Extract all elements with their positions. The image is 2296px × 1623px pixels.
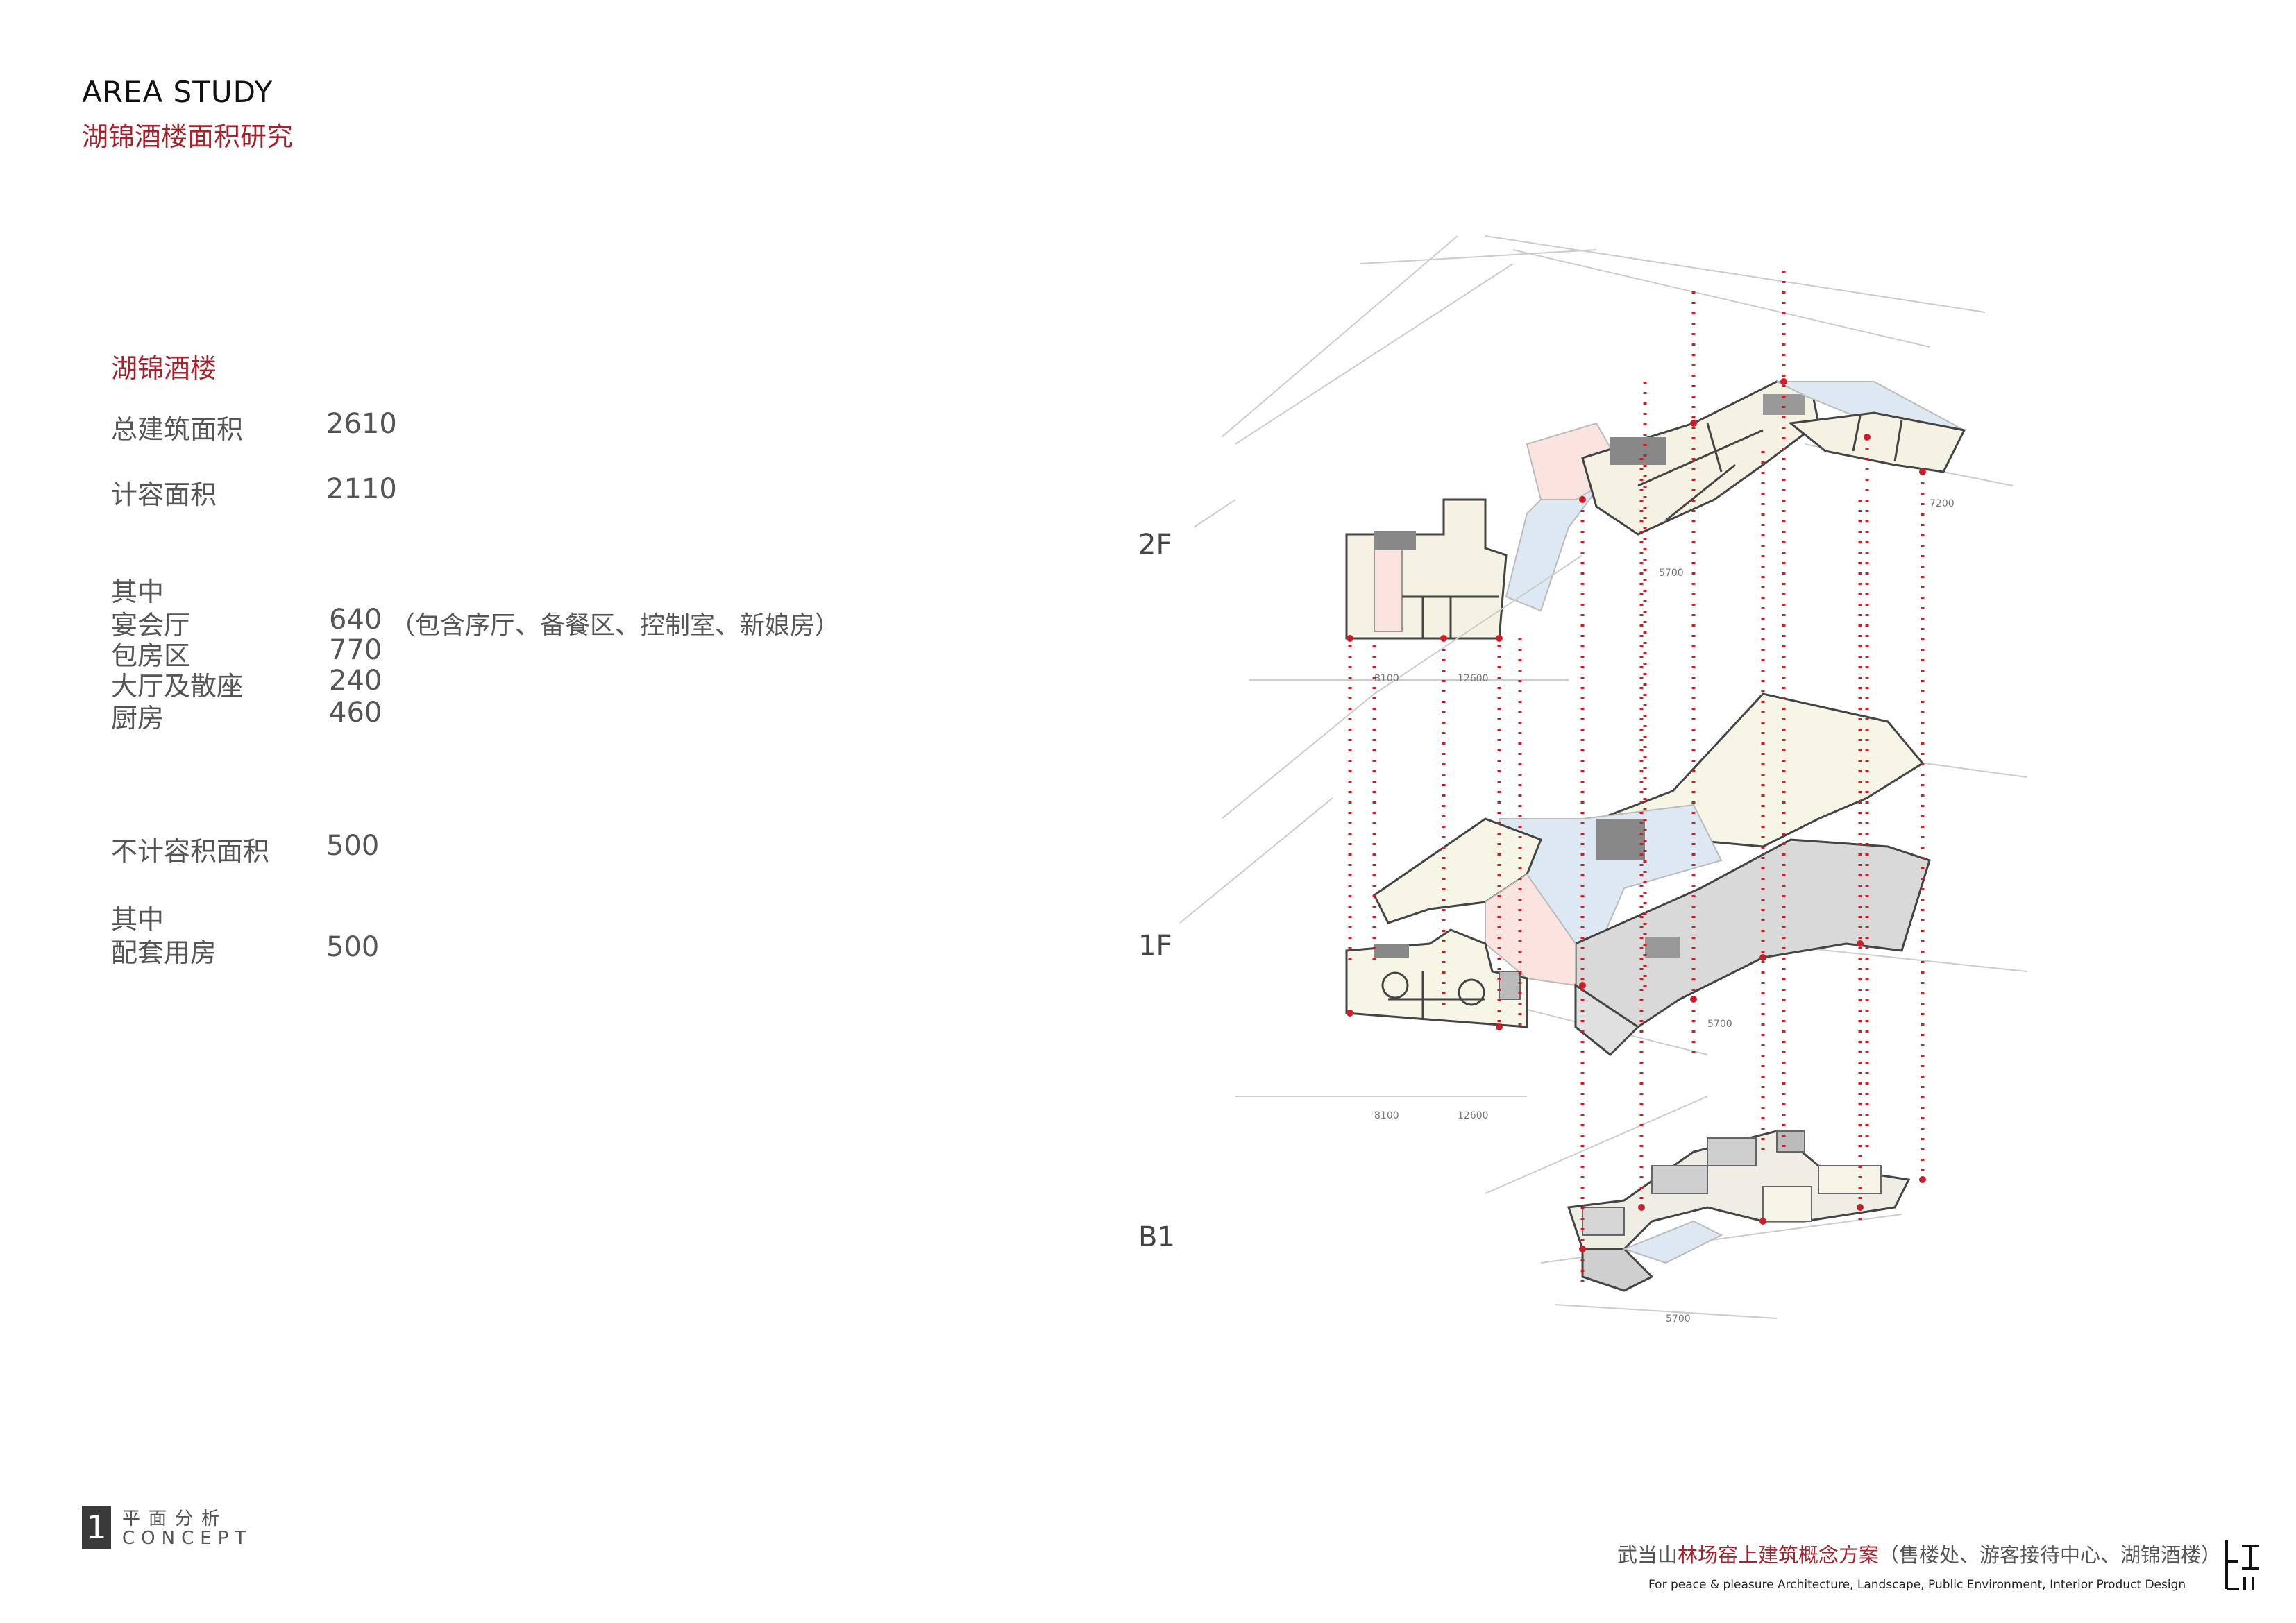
- header-title-cn: 湖锦酒楼面积研究: [82, 121, 294, 152]
- footer-section-cn: 平面分析: [122, 1509, 228, 1529]
- header-title-en: AREA STUDY: [82, 75, 273, 109]
- project-suffix: （售楼处、游客接待中心、湖锦酒楼）: [1879, 1543, 2222, 1567]
- page-number: 1: [82, 1506, 111, 1549]
- column-markers: [1347, 378, 1926, 1252]
- dim-b1-c: 5700: [1666, 1314, 1691, 1325]
- dim-2f-c: 5700: [1659, 568, 1684, 579]
- vertical-alignment-lines: [1348, 271, 1925, 1291]
- brand-logo-icon: [2225, 1540, 2259, 1590]
- floor-label-b1: B1: [1138, 1221, 1175, 1253]
- row-value-far-area: 2110: [326, 473, 397, 505]
- row-value-support: 500: [326, 931, 380, 963]
- plan-2f: [1193, 235, 2014, 681]
- floor-label-1f: 1F: [1138, 930, 1172, 962]
- plan-b1: [1485, 1096, 1911, 1319]
- footer-section-en: CONCEPT: [122, 1528, 253, 1549]
- footer-tagline: For peace & pleasure Architecture, Lands…: [1648, 1578, 2186, 1592]
- row-label-banquet: 宴会厅: [111, 610, 191, 640]
- row-label-kitchen: 厨房: [111, 703, 164, 733]
- row-label-among-2: 其中: [111, 904, 164, 935]
- dim-2f-d: 7200: [1930, 498, 1955, 509]
- row-value-non-far: 500: [326, 830, 380, 862]
- row-value-private-rooms: 770: [329, 634, 382, 666]
- section-title: 湖锦酒楼: [111, 353, 217, 384]
- row-value-hall: 240: [329, 665, 382, 697]
- exploded-floor-plan-diagram: 8100 12600 8100 12600 5700 5700 5700 720…: [1179, 235, 2027, 1325]
- row-label-non-far: 不计容积面积: [111, 836, 270, 867]
- row-label-hall: 大厅及散座: [111, 671, 244, 702]
- dim-2f-b: 12600: [1458, 673, 1489, 684]
- row-value-kitchen: 460: [329, 697, 382, 729]
- dim-1f-c: 5700: [1707, 1019, 1732, 1030]
- dim-1f-b: 12600: [1458, 1110, 1489, 1121]
- row-label-private-rooms: 包房区: [111, 640, 191, 671]
- plan-1f: [1179, 554, 2027, 1097]
- row-label-total-area: 总建筑面积: [111, 414, 244, 445]
- row-value-banquet: 640: [329, 604, 382, 636]
- dim-2f-a: 8100: [1374, 673, 1399, 684]
- row-label-support: 配套用房: [111, 937, 217, 968]
- footer-project-title: 武当山林场窑上建筑概念方案（售楼处、游客接待中心、湖锦酒楼）: [1617, 1539, 2221, 1568]
- row-note-banquet: （包含序厅、备餐区、控制室、新娘房）: [390, 611, 841, 640]
- floor-label-2f: 2F: [1138, 529, 1172, 561]
- row-label-far-area: 计容面积: [111, 479, 217, 510]
- dim-1f-a: 8100: [1374, 1110, 1399, 1121]
- row-label-among: 其中: [111, 577, 164, 607]
- row-value-total-area: 2610: [326, 408, 397, 440]
- project-prefix: 武当山: [1617, 1543, 1678, 1567]
- project-highlight: 林场窑上建筑概念方案: [1678, 1543, 1880, 1567]
